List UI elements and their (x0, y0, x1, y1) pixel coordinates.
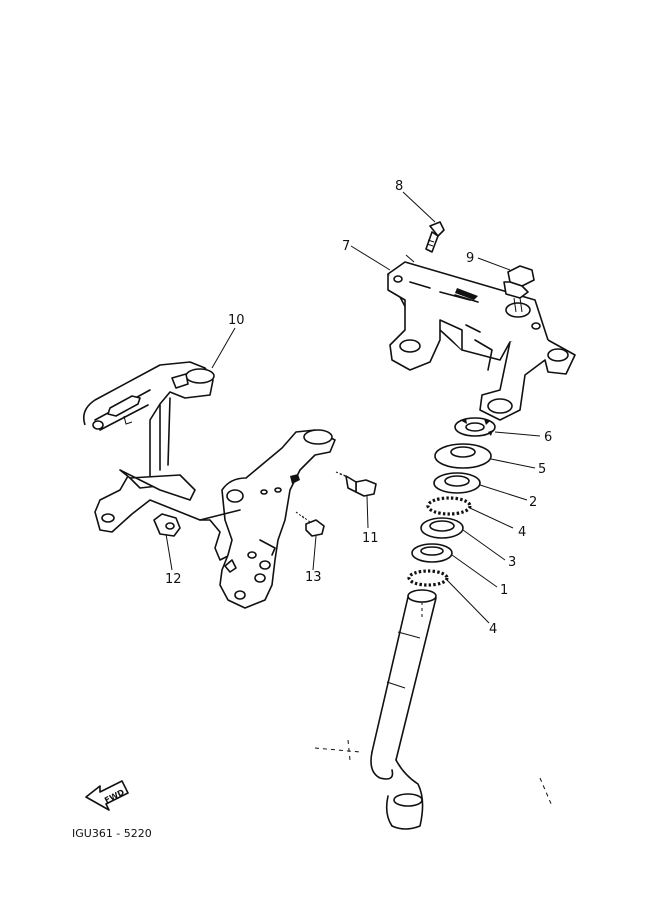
callout-3: 3 (508, 555, 516, 570)
callout-12: 12 (165, 572, 182, 587)
race-3 (420, 517, 464, 539)
race-1 (411, 543, 453, 563)
cover-5 (434, 443, 492, 469)
leader-lines (165, 191, 541, 624)
fwd-arrow-icon: FWD (85, 780, 129, 811)
steering-stem (314, 589, 553, 830)
callout-4-upper: 4 (518, 525, 526, 540)
ball-bearing-4-lower (407, 569, 449, 587)
callout-11: 11 (362, 531, 379, 546)
nut-6 (454, 417, 496, 437)
nut-9 (503, 265, 535, 313)
callout-10: 10 (228, 313, 245, 328)
race-2 (433, 472, 481, 494)
left-stay-10 (82, 361, 231, 561)
callout-13: 13 (305, 570, 322, 585)
upper-bracket (387, 261, 576, 421)
callout-5: 5 (538, 462, 546, 477)
bolt-8 (425, 221, 445, 253)
right-stay (199, 429, 336, 609)
callout-2: 2 (529, 495, 537, 510)
clamp-12 (153, 513, 181, 537)
callout-6: 6 (544, 430, 552, 445)
bolt-11 (335, 471, 377, 497)
reference-code: IGU361 - 5220 (72, 827, 152, 840)
ball-bearing-4-upper (426, 496, 472, 516)
callout-8: 8 (395, 179, 403, 194)
bolt-13 (295, 511, 325, 537)
callout-4-lower: 4 (489, 622, 497, 637)
callout-7: 7 (342, 239, 350, 254)
callout-1: 1 (500, 583, 508, 598)
callout-9: 9 (466, 251, 474, 266)
